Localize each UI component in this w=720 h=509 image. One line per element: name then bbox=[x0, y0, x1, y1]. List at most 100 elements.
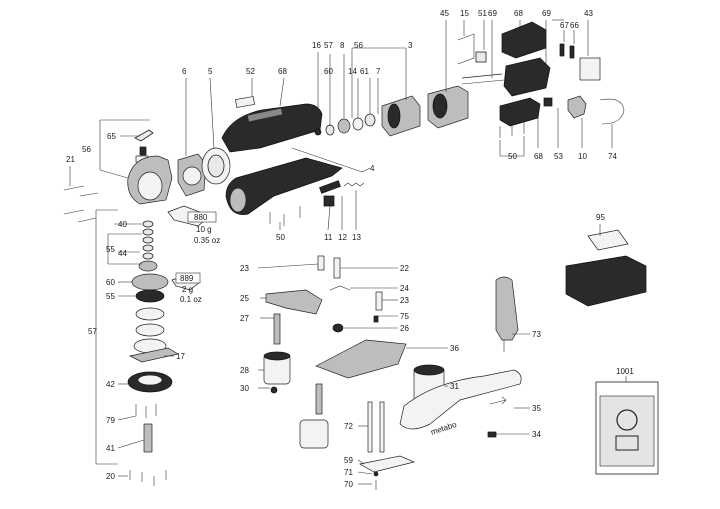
label-8: 8 bbox=[340, 41, 345, 50]
switch-rod bbox=[291, 147, 363, 173]
label-73: 73 bbox=[532, 330, 541, 339]
bearing-55 bbox=[135, 289, 165, 303]
label-44: 44 bbox=[118, 249, 127, 258]
label-60-top: 60 bbox=[324, 67, 333, 76]
washer-57 bbox=[325, 124, 335, 136]
label-34: 34 bbox=[532, 430, 541, 439]
label-45: 45 bbox=[440, 9, 449, 18]
label-59: 59 bbox=[344, 456, 353, 465]
label-11: 11 bbox=[324, 233, 333, 242]
battery-pack bbox=[565, 255, 647, 307]
grease-889-ounces: 0.1 oz bbox=[180, 295, 202, 304]
washer-40 bbox=[142, 220, 154, 228]
label-22: 22 bbox=[400, 264, 409, 273]
screw-set-79 bbox=[135, 404, 157, 418]
ring-74 bbox=[599, 98, 625, 125]
label-6: 6 bbox=[182, 67, 187, 76]
contact-66 bbox=[569, 45, 575, 59]
label-15: 15 bbox=[460, 9, 469, 18]
housing-vent bbox=[247, 108, 283, 122]
label-41: 41 bbox=[106, 444, 115, 453]
label-20: 20 bbox=[106, 472, 115, 481]
label-71: 71 bbox=[344, 468, 353, 477]
nut-26 bbox=[332, 323, 344, 333]
washer-30 bbox=[270, 386, 278, 394]
label-28: 28 bbox=[240, 366, 249, 375]
grease-880-grams: 10 g bbox=[196, 225, 212, 234]
spring-part bbox=[139, 146, 147, 156]
pin-23 bbox=[375, 291, 383, 311]
label-55-top: 55 bbox=[106, 245, 115, 254]
label-25: 25 bbox=[240, 294, 249, 303]
switch-spring bbox=[343, 182, 365, 187]
grease-889-code: 889 bbox=[180, 274, 194, 283]
label-75: 75 bbox=[400, 312, 409, 321]
stator-core bbox=[432, 93, 448, 119]
grease-note-880: 880 10 g 0.35 oz bbox=[187, 211, 220, 245]
label-50-right: 50 bbox=[508, 152, 517, 161]
label-66: 66 bbox=[570, 21, 579, 30]
label-68-top: 68 bbox=[514, 9, 523, 18]
battery-95 bbox=[565, 229, 647, 307]
flange-bore bbox=[182, 166, 202, 186]
spring-24 bbox=[329, 285, 351, 291]
gear-housing-group bbox=[63, 129, 231, 227]
label-16: 16 bbox=[312, 41, 321, 50]
bracket-15 bbox=[457, 33, 475, 65]
label-plate-52 bbox=[235, 96, 255, 108]
label-51: 51 bbox=[478, 9, 487, 18]
lock-lever bbox=[134, 129, 154, 142]
grease-note-889: 889 2 g 0.1 oz bbox=[175, 272, 202, 304]
washer-14 bbox=[352, 117, 364, 131]
label-13: 13 bbox=[352, 233, 361, 242]
rotor-group bbox=[314, 85, 469, 137]
label-68-bottom: 68 bbox=[534, 152, 543, 161]
label-74: 74 bbox=[608, 152, 617, 161]
label-40: 40 bbox=[118, 220, 127, 229]
label-43 bbox=[579, 57, 601, 81]
label-1001: 1001 bbox=[616, 367, 634, 376]
bracket-25 bbox=[265, 289, 323, 315]
label-10: 10 bbox=[578, 152, 587, 161]
label-43: 43 bbox=[584, 9, 593, 18]
motor-housing-group bbox=[221, 96, 365, 226]
housing-part-68 bbox=[499, 97, 541, 127]
label-26: 26 bbox=[400, 324, 409, 333]
cover-68 bbox=[501, 21, 547, 59]
label-70: 70 bbox=[344, 480, 353, 489]
motor-housing-shell bbox=[221, 103, 323, 153]
label-5: 5 bbox=[208, 67, 213, 76]
grease-889-grams: 2 g bbox=[182, 285, 193, 294]
label-4: 4 bbox=[370, 164, 375, 173]
label-52: 52 bbox=[246, 67, 255, 76]
box-1001 bbox=[595, 381, 659, 475]
label-72: 72 bbox=[344, 422, 353, 431]
stud-22 bbox=[333, 257, 341, 279]
label-65: 65 bbox=[107, 132, 116, 141]
leader-lines bbox=[69, 19, 627, 485]
label-56-top: 56 bbox=[354, 41, 363, 50]
stud-23 bbox=[317, 255, 325, 271]
label-42: 42 bbox=[106, 380, 115, 389]
screw-34 bbox=[487, 431, 497, 438]
label-36: 36 bbox=[450, 344, 459, 353]
gear-60 bbox=[131, 273, 169, 291]
ring-61 bbox=[364, 113, 376, 127]
gear-housing-bore bbox=[137, 171, 163, 201]
label-95: 95 bbox=[596, 213, 605, 222]
part-labels: 65 56 21 6 5 52 68 16 57 8 56 3 60 14 61… bbox=[66, 9, 634, 489]
guard-arrow bbox=[489, 396, 507, 405]
electronics-group bbox=[457, 21, 625, 138]
label-68-left: 68 bbox=[278, 67, 287, 76]
label-12: 12 bbox=[338, 233, 347, 242]
label-35: 35 bbox=[532, 404, 541, 413]
label-3: 3 bbox=[408, 41, 413, 50]
label-57-top: 57 bbox=[324, 41, 333, 50]
label-17: 17 bbox=[176, 352, 185, 361]
label-55-bottom: 55 bbox=[106, 292, 115, 301]
label-53: 53 bbox=[554, 152, 563, 161]
switch-button bbox=[323, 195, 335, 207]
bearing-44 bbox=[138, 260, 158, 272]
switch-slider bbox=[319, 180, 341, 194]
